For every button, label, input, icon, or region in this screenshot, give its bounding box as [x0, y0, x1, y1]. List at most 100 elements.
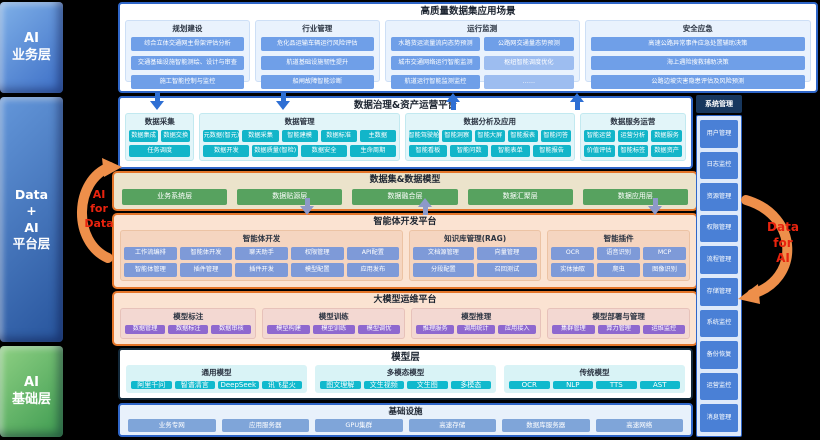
dataset-band: 数据集&数据模型 业务系统层数据贴源层数据融合层数据汇聚层数据应用层 [112, 171, 698, 211]
scenario-chip-muted: 枢纽智能调度优化 [484, 56, 574, 71]
dataset-layer-chip: 业务系统层 [122, 188, 228, 205]
panel-title: 模型部署与管理 [592, 311, 645, 321]
label-line: Data [767, 220, 799, 234]
system-item-chip: 备份恢复 [700, 341, 738, 369]
scenario-chip-muted: …… [484, 75, 574, 90]
infra-chip: 业务专网 [128, 419, 216, 433]
llmops-chip: 集群管理 [552, 324, 595, 334]
governance-chip: 智能建模 [281, 130, 318, 143]
governance-chip: 任务调度 [129, 145, 191, 158]
governance-chip: 智能问答 [540, 130, 571, 143]
governance-chip: 数据质量(智检) [252, 145, 299, 158]
flow-down-arrow-icon [150, 93, 164, 110]
panel-title: 通用模型 [201, 368, 232, 378]
governance-chip: 价值评估 [583, 145, 615, 158]
system-item-chip: 运营监控 [700, 372, 738, 401]
infra-chip: GPU集群 [315, 419, 403, 433]
label-line: for [773, 235, 793, 250]
scenario-chip: 海上遇险搜救辅助决策 [590, 56, 805, 71]
governance-chip: 数据资产 [651, 145, 682, 158]
flow-down-arrow-icon [648, 198, 662, 215]
governance-chip: 智能大屏 [474, 130, 505, 143]
flow-down-arrow-icon [276, 93, 290, 110]
governance-chip: 智能洞察 [441, 130, 472, 143]
layer-label-line: + [26, 203, 37, 219]
panel-rag: 知识库管理(RAG) 文档源管理向量管理 分段配置召回测试 [409, 229, 542, 281]
panel-title: 传统模型 [579, 368, 610, 378]
agent-chip: OCR [551, 246, 595, 261]
governance-chip: 数据服务 [651, 130, 682, 143]
column-title: 行业管理 [302, 24, 333, 34]
model-chip: 智谱清言 [174, 381, 215, 390]
model-chip: 多模态 [450, 381, 491, 390]
llmops-chip: 数据管理 [125, 324, 166, 334]
scenario-chip: 高速公路异常事件应急处置辅助决策 [590, 37, 805, 52]
llmops-chip: 调用统计 [457, 324, 496, 334]
model-chip: NLP [552, 381, 593, 390]
agent-chip: 向量管理 [476, 246, 538, 261]
infra-chip: 应用服务器 [221, 419, 309, 433]
governance-chip: 数据交换 [161, 130, 191, 143]
llmops-chip: 应用接入 [498, 324, 537, 334]
model-chip: 图文理解 [320, 381, 361, 390]
scenario-chip: 船闸故障智能诊断 [260, 75, 374, 90]
label-line: Data [84, 216, 114, 230]
label-line: AI [92, 188, 106, 201]
governance-chip: 智能表单 [491, 145, 530, 158]
system-item-chip: 权限管理 [700, 214, 738, 243]
flow-up-arrow-icon [418, 198, 432, 215]
system-item-chip: 资源管理 [700, 183, 738, 211]
llmops-chip: 模型构建 [267, 324, 310, 334]
scenario-column-monitoring: 运行监测 水路货运流量流向态势预测城市交通网络运行智能监测航道运行智能监测监控 … [384, 20, 580, 90]
panel-title: 模型推理 [461, 311, 492, 321]
llmops-chip: 数据审核 [211, 324, 252, 334]
model-chip: 阿里千问 [131, 381, 172, 390]
llmops-chip: 推理服务 [416, 324, 455, 334]
agent-band-title: 智能体开发平台 [373, 217, 437, 227]
llmops-chip: 运维监控 [642, 324, 685, 334]
layer-label-line: 业务层 [11, 47, 51, 63]
scenario-chip: 综合立体交通网主骨架评估分析 [131, 37, 244, 52]
system-item-chip: 日志监控 [700, 151, 738, 180]
infra-band-title: 基础设施 [388, 407, 423, 417]
system-item-chip: 流程管理 [700, 246, 738, 274]
panel-model-inference: 模型推理 推理服务调用统计应用接入 [411, 307, 542, 339]
agent-chip: 文档源管理 [413, 246, 474, 261]
governance-chip: 数据开发 [203, 145, 250, 158]
panel-title: 模型训练 [318, 311, 349, 321]
agent-chip: 实体抽取 [551, 263, 595, 277]
scenario-chip: 公路网交通量态势预测 [484, 37, 574, 52]
governance-chip: 智能运营 [583, 130, 615, 143]
scenario-chip: 公路边坡灾害隐患评估及风险预测 [590, 75, 805, 90]
governance-chip: 智能报告 [532, 145, 571, 158]
scenario-chip: 危化品运输车辆运行风险评估 [260, 37, 374, 52]
governance-chip: 数据集成 [129, 130, 159, 143]
agent-chip: 权限管理 [290, 246, 344, 261]
flow-up-arrow-icon [570, 93, 584, 110]
scenario-band-title: 高质量数据集应用场景 [420, 6, 516, 17]
system-item-chip: 存储管理 [700, 277, 738, 306]
layer-label-line: AI [24, 374, 39, 390]
panel-title: 数据采集 [144, 117, 175, 127]
dataset-layer-chip: 数据贴源层 [237, 188, 343, 205]
scenario-chip: 航道基础设施韧性提升 [260, 56, 374, 71]
scenario-column-industry: 行业管理 危化品运输车辆运行风险评估航道基础设施韧性提升船闸故障智能诊断 [254, 20, 380, 90]
system-item-chip: 系统监控 [700, 309, 738, 338]
governance-chip: 数据标准 [320, 130, 357, 143]
label-line: for [90, 202, 108, 216]
infra-chip: 高速网络 [595, 419, 683, 433]
agent-chip: 爬虫 [597, 263, 641, 277]
governance-chip: 智能标签 [617, 145, 649, 158]
model-chip: 文生视频 [363, 381, 404, 390]
governance-chip: 智能驾驶舱 [408, 130, 439, 143]
flow-down-arrow-icon [300, 198, 314, 215]
agent-chip: 分段配置 [413, 263, 474, 277]
governance-band: 数据治理&资产运营平台 数据采集 数据集成数据交换 任务调度 数据管理 元数据(… [118, 96, 693, 169]
agent-chip: 智能体开发 [179, 246, 233, 261]
panel-title: 模型标注 [173, 311, 204, 321]
